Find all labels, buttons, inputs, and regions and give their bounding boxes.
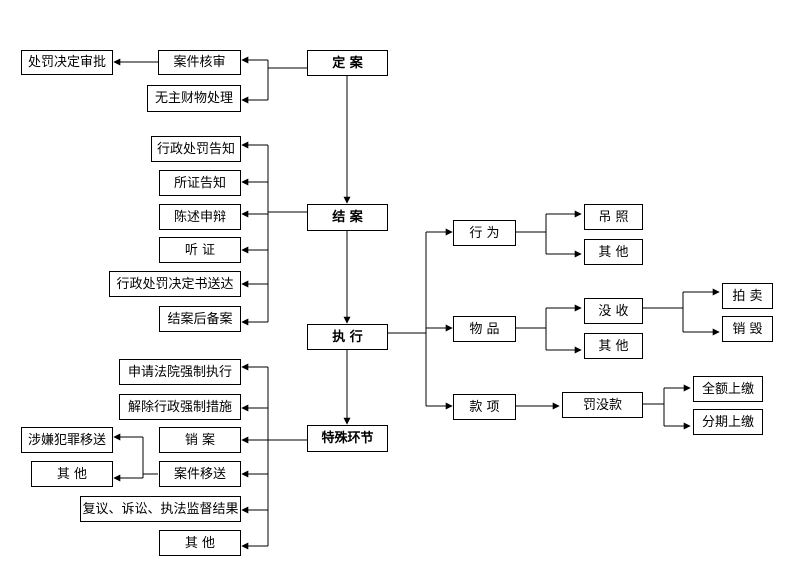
node-fanzui: 涉嫌犯罪移送 [21,427,113,453]
node-famokuan: 罚没款 [562,392,643,418]
node-qita-left: 其 他 [31,461,113,487]
node-fuyi: 复议、诉讼、执法监督结果 [80,496,241,522]
node-songda: 行政处罚决定书送达 [109,271,241,297]
node-moshou: 没 收 [584,298,643,324]
node-shenqing: 申请法院强制执行 [119,359,241,385]
node-jiechu: 解除行政强制措施 [119,394,241,420]
node-jiean: 结 案 [307,204,388,231]
node-anjian-heshen: 案件核审 [158,50,241,75]
node-zhixing: 执 行 [307,324,388,350]
node-suozheng: 所证告知 [159,170,241,196]
node-xiaohui: 销 毁 [722,316,773,342]
node-paimai: 拍 卖 [722,283,773,309]
node-wupin: 物 品 [453,316,516,342]
node-gaozhi: 行政处罚告知 [151,136,241,162]
node-yisong: 案件移送 [159,461,241,487]
node-dingan: 定 案 [307,50,388,76]
node-wuzhu-caiwu: 无主财物处理 [147,85,241,112]
node-qita2: 其 他 [584,333,643,359]
node-teshu: 特殊环节 [307,425,388,452]
node-xingwei: 行 为 [453,220,516,246]
node-qita-bottom: 其 他 [159,530,241,556]
node-chufa-shenpi: 处罚决定审批 [21,50,113,75]
node-kuanxiang: 款 项 [453,394,516,420]
node-chenshu: 陈述申辩 [159,204,241,230]
node-quane: 全额上缴 [693,376,763,402]
node-xiaoan: 销 案 [159,427,241,453]
node-fenqi: 分期上缴 [693,409,763,435]
node-beian: 结案后备案 [159,306,241,332]
node-qita1: 其 他 [584,239,643,265]
node-diaozhao: 吊 照 [584,204,643,230]
node-tingzheng: 听 证 [159,237,241,263]
